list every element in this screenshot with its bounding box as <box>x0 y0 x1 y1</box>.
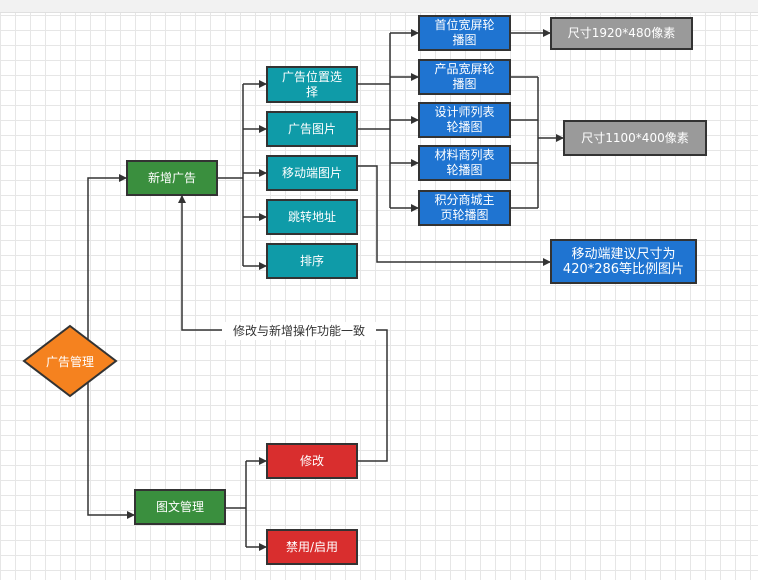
root-node-label: 广告管理 <box>45 354 94 369</box>
node-ad-position[interactable]: 广告位置选 择 <box>266 66 358 103</box>
node-size-1100[interactable]: 尺寸1100*400像素 <box>563 120 707 156</box>
node-toggle[interactable]: 禁用/启用 <box>266 529 358 565</box>
node-content-mgmt[interactable]: 图文管理 <box>134 489 226 525</box>
canvas-top-bar <box>0 0 758 13</box>
edge-edit-to-add <box>178 195 388 462</box>
edge-label-edit-same-as-add: 修改与新增操作功能一致 <box>222 322 376 340</box>
node-home-banner[interactable]: 首位宽屏轮 播图 <box>418 15 511 51</box>
edge-mobile-size <box>358 165 551 266</box>
edge-root-add <box>87 174 127 340</box>
edge-root-content <box>87 382 135 519</box>
node-size-1920[interactable]: 尺寸1920*480像素 <box>550 17 693 50</box>
node-mobile-size[interactable]: 移动端建议尺寸为 420*286等比例图片 <box>550 239 697 284</box>
node-designer-list-banner[interactable]: 设计师列表 轮播图 <box>418 102 511 138</box>
node-material-list-banner[interactable]: 材料商列表 轮播图 <box>418 145 511 181</box>
node-ad-image[interactable]: 广告图片 <box>266 111 358 147</box>
root-diamond <box>22 324 118 398</box>
node-sort[interactable]: 排序 <box>266 243 358 279</box>
node-mobile-image[interactable]: 移动端图片 <box>266 155 358 191</box>
node-points-mall-banner[interactable]: 积分商城主 页轮播图 <box>418 190 511 226</box>
node-product-banner[interactable]: 产品宽屏轮 播图 <box>418 59 511 95</box>
node-jump-link[interactable]: 跳转地址 <box>266 199 358 235</box>
node-edit[interactable]: 修改 <box>266 443 358 479</box>
node-add-ad[interactable]: 新增广告 <box>126 160 218 196</box>
